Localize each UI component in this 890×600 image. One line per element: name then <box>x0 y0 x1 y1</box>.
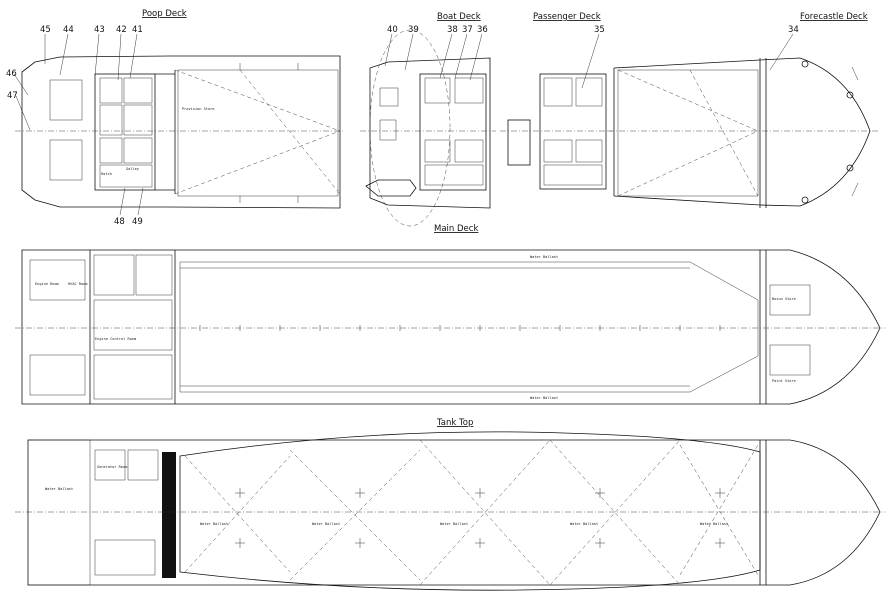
callout-41: 41 <box>132 25 143 35</box>
poop-hatch-label: Hatch <box>101 172 112 176</box>
tank-top-frame-ticks <box>235 488 725 548</box>
callout-43: 43 <box>94 25 105 35</box>
callout-35: 35 <box>594 25 605 35</box>
callout-42: 42 <box>116 25 127 35</box>
tank-generator-label: Generator Room <box>97 465 127 469</box>
tank-wb1-label: Water Ballast <box>200 522 228 526</box>
boat-deck-plan: 40 39 38 37 36 Boat Deck <box>360 12 496 227</box>
callout-46: 46 <box>6 69 17 79</box>
callout-45: 45 <box>40 25 51 35</box>
main-frame-ticks <box>199 325 721 331</box>
passenger-deck-title: Passenger Deck <box>533 12 601 22</box>
main-wb-stbd-label: Water Ballast <box>530 396 558 400</box>
poop-deck-plan: Provision Store Galley Hatch 45 44 43 42… <box>6 9 345 227</box>
callout-36: 36 <box>477 25 488 35</box>
boat-deck-title: Boat Deck <box>437 12 481 22</box>
tank-wb5-label: Water Ballast <box>700 522 728 526</box>
callout-44: 44 <box>63 25 74 35</box>
main-engine-room-label: Engine Room <box>35 282 59 286</box>
poop-galley-label: Galley <box>126 167 140 171</box>
forecastle-deck-plan: 34 Forecastle Deck <box>608 12 880 208</box>
passenger-deck-plan: 35 Passenger Deck <box>500 12 612 190</box>
main-hvac-label: HVAC Room <box>68 282 87 286</box>
main-ecr-label: Engine Control Room <box>95 337 136 341</box>
tank-top-plan: Tank Top Generator Room Water Ballast Wa… <box>15 418 885 591</box>
tank-wb2-label: Water Ballast <box>312 522 340 526</box>
main-bosun-label: Bosun Store <box>772 297 796 301</box>
callout-48: 48 <box>114 217 125 227</box>
poop-provision-label: Provision Store <box>182 107 214 111</box>
tank-top-title: Tank Top <box>436 418 473 428</box>
callout-38: 38 <box>447 25 458 35</box>
tank-top-diagonals <box>184 439 759 586</box>
tank-stern-label: Water Ballast <box>45 487 73 491</box>
callout-49: 49 <box>132 217 143 227</box>
callout-39: 39 <box>408 25 419 35</box>
callout-37: 37 <box>462 25 473 35</box>
main-deck-plan: Main Deck Engine Room HVAC Room Engine C… <box>15 224 885 405</box>
tank-wb4-label: Water Ballast <box>570 522 598 526</box>
callout-40: 40 <box>387 25 398 35</box>
tank-wb3-label: Water Ballast <box>440 522 468 526</box>
callout-34: 34 <box>788 25 799 35</box>
callout-47: 47 <box>7 91 18 101</box>
tank-top-bulkhead <box>162 452 176 578</box>
main-paint-label: Paint Store <box>772 379 796 383</box>
poop-deck-title: Poop Deck <box>142 9 187 19</box>
main-deck-title: Main Deck <box>434 224 478 234</box>
forecastle-deck-title: Forecastle Deck <box>800 12 868 22</box>
main-wb-port-label: Water Ballast <box>530 255 558 259</box>
